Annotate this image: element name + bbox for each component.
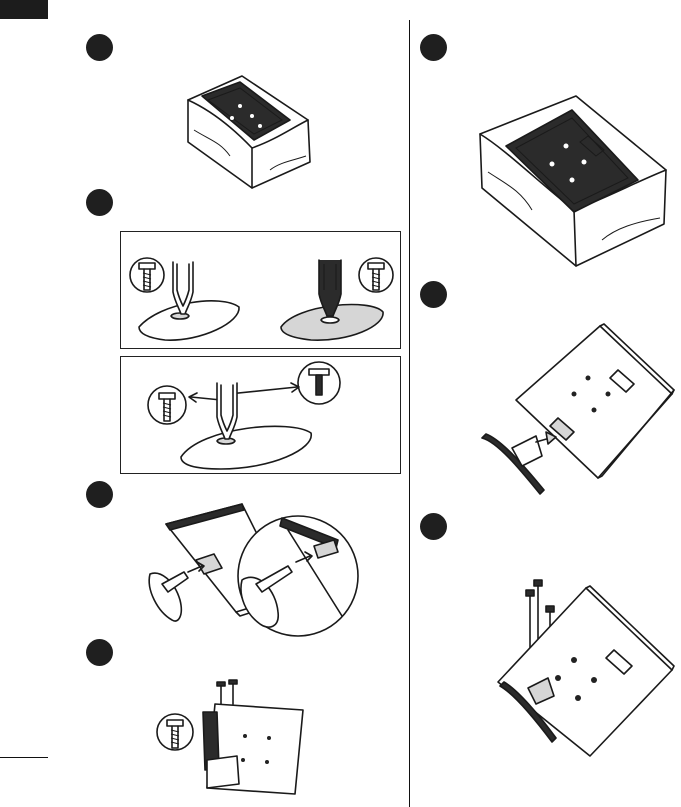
stand-variants-illustration [121,232,402,350]
secure-stand-illustration [145,676,315,796]
step-marker-icon [86,639,113,666]
magnifier-circle-icon [238,516,358,636]
screw-icon [298,362,340,404]
fasten-screws-illustration [494,570,676,760]
step-marker-icon [420,513,447,540]
step-marker-icon [86,481,113,508]
tv-back-panel-icon [498,586,674,756]
arrow-icon [189,383,299,402]
attach-stand-illustration [138,500,356,640]
tv-in-packaging-icon [476,90,672,270]
stand-variants-panel [120,231,401,349]
screw-icon [130,258,164,292]
insert-stand-illustration [478,322,674,498]
tv-in-packaging-icon [180,70,315,195]
screw-icon [359,258,393,292]
screw-icon [157,714,193,750]
stand-base-icon [181,426,311,469]
screw-icon [217,680,237,706]
stand-assembly-illustration [121,357,402,475]
footer-rule [0,757,48,758]
column-divider [409,20,410,807]
stand-assembly-panel [120,356,401,474]
step-marker-icon [86,189,113,216]
stand-base-icon [482,434,544,494]
step-marker-icon [86,34,113,61]
step-marker-icon [420,34,447,61]
section-tab [0,0,48,19]
step-marker-icon [420,281,447,308]
stand-base-icon [139,301,239,340]
screw-icon [148,386,186,424]
